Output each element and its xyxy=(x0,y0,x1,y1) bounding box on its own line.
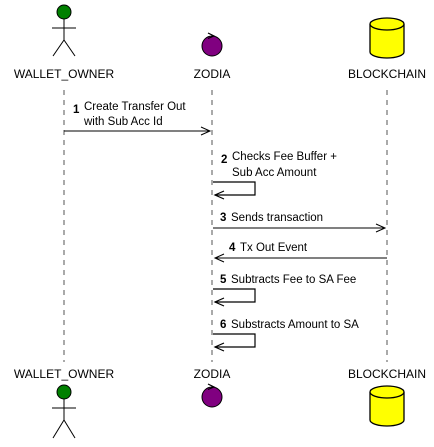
message-4: 4 Tx Out Event xyxy=(213,242,387,263)
participant-label-wallet-owner-bottom: WALLET_OWNER xyxy=(14,367,115,381)
message-text-line: Sends transaction xyxy=(231,212,323,224)
message-number: 5 xyxy=(220,274,227,286)
participant-label-zodia-bottom: ZODIA xyxy=(194,367,231,381)
participant-label-wallet-owner-top: WALLET_OWNER xyxy=(14,67,115,81)
arrow-head xyxy=(375,223,387,233)
message-number: 2 xyxy=(221,154,227,166)
arrow-head xyxy=(213,342,225,352)
message-number: 1 xyxy=(73,104,80,116)
message-text-line: Tx Out Event xyxy=(240,242,308,254)
arrow-head xyxy=(213,190,225,200)
message-number: 3 xyxy=(220,212,226,224)
actor-icon-bottom xyxy=(52,384,76,439)
message-arrow xyxy=(213,181,256,196)
actor-icon-top xyxy=(52,4,76,57)
message-5: 5 Subtracts Fee to SA Fee xyxy=(213,274,356,307)
message-3: 3 Sends transaction xyxy=(213,212,387,233)
control-icon-top xyxy=(201,32,223,57)
message-arrow xyxy=(213,333,256,348)
message-arrow xyxy=(213,288,256,303)
message-text-line: with Sub Acc Id xyxy=(83,116,163,128)
participant-label-blockchain-top: BLOCKCHAIN xyxy=(348,67,426,81)
message-text-line: Sub Acc Amount xyxy=(232,167,317,179)
database-icon-top xyxy=(369,17,405,59)
message-1: 1 Create Transfer Out with Sub Acc Id xyxy=(64,101,212,136)
participant-label-blockchain-bottom: BLOCKCHAIN xyxy=(348,367,426,381)
message-text-line: Create Transfer Out xyxy=(84,101,186,113)
arrow-head xyxy=(213,297,225,307)
message-text-line: Substracts Amount to SA xyxy=(231,319,359,331)
arrow-head xyxy=(213,253,225,263)
control-icon-bottom xyxy=(201,383,223,408)
message-2: 2 Checks Fee Buffer + Sub Acc Amount xyxy=(213,151,337,200)
message-text-line: Checks Fee Buffer + xyxy=(232,151,337,163)
participant-label-zodia-top: ZODIA xyxy=(194,67,231,81)
database-icon-bottom xyxy=(369,385,405,427)
arrow-head xyxy=(200,126,212,136)
message-6: 6 Substracts Amount to SA xyxy=(213,319,359,352)
message-text-line: Subtracts Fee to SA Fee xyxy=(231,274,356,286)
message-number: 6 xyxy=(220,319,226,331)
message-number: 4 xyxy=(229,242,236,254)
